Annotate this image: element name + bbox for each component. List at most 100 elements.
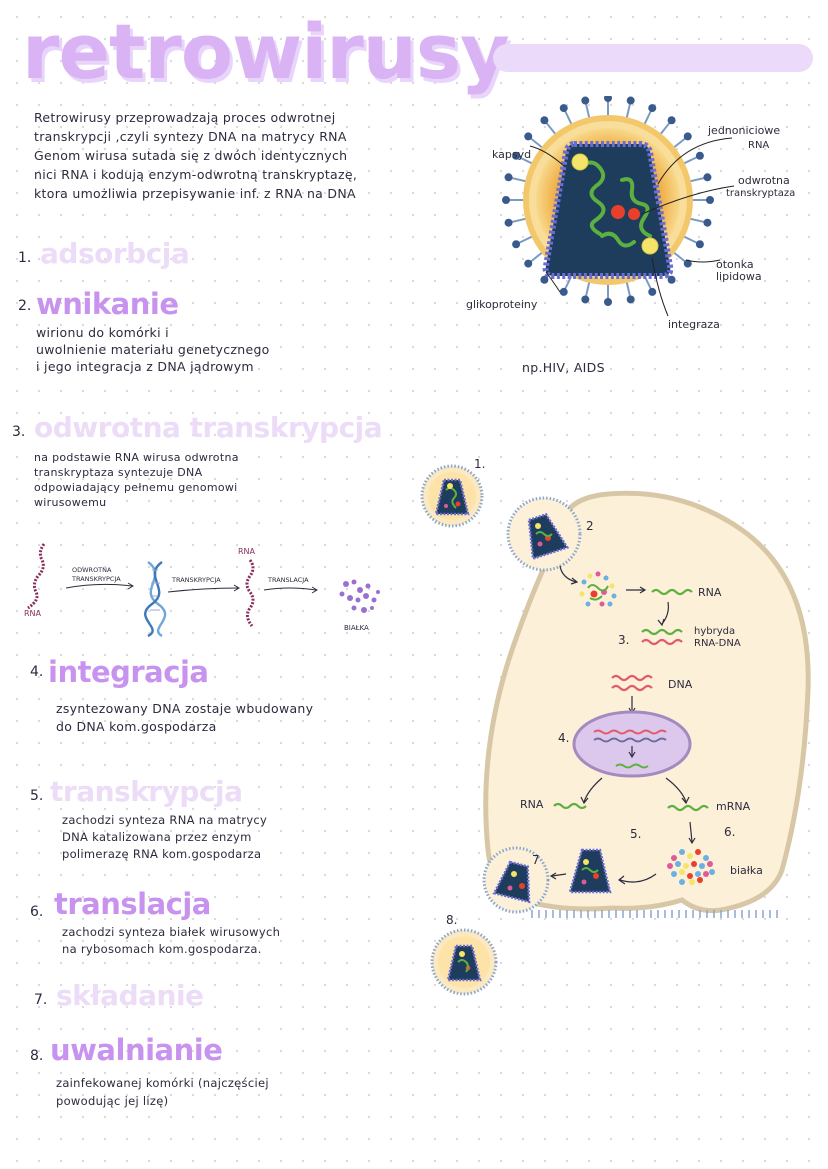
step-6-line: zachodzi synteza białek wirusowych [62, 925, 281, 939]
protein-dot [697, 877, 703, 883]
rna-strand [580, 160, 606, 236]
label-envelope-2: lipidowa [716, 270, 762, 283]
glycoprotein-spike [673, 251, 687, 264]
step-3-line: wirusowemu [34, 496, 107, 509]
glycoprotein-knob [703, 173, 712, 182]
glycoprotein-knob [502, 196, 510, 204]
intro-line: transkrypcji ,czyli syntezy DNA na matry… [34, 129, 347, 144]
step-8-title: uwalnianie [50, 1033, 223, 1067]
protein-dot [691, 861, 697, 867]
flow-rt-label-2: TRANSKRYPCJA [71, 575, 121, 583]
label-glyco: glikoproteiny [466, 298, 538, 311]
virion-step-8 [430, 928, 498, 996]
step-5-line: DNA katalizowana przez enzym [62, 830, 252, 844]
glycoprotein-spike [683, 235, 699, 245]
step-5-body: zachodzi synteza RNA na matrycy DNA kata… [62, 812, 382, 863]
step-4-line: zsyntezowany DNA zostaje wbudowany [56, 701, 314, 716]
flow-arrow-3 [263, 587, 317, 591]
protein-dot [671, 855, 677, 861]
glycoprotein-knob [667, 116, 676, 125]
hybrid-rna-wave [641, 628, 683, 636]
rna-strand-right [245, 559, 255, 627]
dna-wave-1 [611, 674, 653, 682]
cycle-mrna-label: mRNA [716, 800, 751, 813]
step-5-number: 5. [30, 788, 44, 804]
glycoprotein-knob [626, 295, 635, 304]
flow-rna-left: RNA [24, 609, 42, 618]
flow-proteins-label: BIAŁKA [344, 624, 369, 632]
step-2-title: wnikanie [36, 287, 179, 321]
cycle-num-2: 2 [586, 519, 594, 533]
cycle-num-5: 5. [630, 827, 641, 841]
step-7-number: 7. [34, 992, 48, 1008]
protein-dot [695, 871, 701, 877]
glycoprotein-spike [510, 176, 527, 183]
hybrid-dna-wave [641, 638, 683, 646]
glycoprotein-knob [559, 104, 568, 113]
protein-dot [687, 873, 693, 879]
step-8-number: 8. [30, 1048, 44, 1064]
rna-strand [620, 177, 652, 238]
glycoprotein-knob [512, 240, 521, 249]
protein-dots [339, 579, 380, 613]
glycoprotein-knob [648, 104, 657, 113]
protein-dot [707, 861, 713, 867]
glycoprotein-spike [673, 136, 687, 149]
glycoprotein-knob [695, 240, 704, 249]
glycoprotein-spike [689, 217, 706, 224]
glycoprotein-spike [689, 176, 706, 183]
protein-dot [689, 879, 695, 885]
glycoprotein-knob [581, 96, 590, 105]
enzyme-yellow [641, 237, 659, 255]
cycle-num-4: 4. [558, 731, 569, 745]
glycoprotein-spike [643, 109, 653, 125]
protein-dot [671, 871, 677, 877]
step-4-number: 4. [30, 664, 44, 680]
step-2-line: wirionu do komórki i [36, 325, 169, 340]
replication-cycle-diagram: 1. 2 RNA 3. hybryda RNA-DNA DNA [420, 457, 811, 996]
protein-dot [695, 849, 701, 855]
assembled-capsid [568, 848, 612, 894]
step-2-number: 2. [18, 298, 32, 314]
label-rt-2: transkryptaza [726, 188, 795, 199]
cycle-hybrid-2: RNA-DNA [694, 638, 741, 649]
glycoprotein-spike [517, 155, 533, 165]
glycoprotein-knob [540, 275, 549, 284]
glycoprotein-spike [625, 281, 632, 298]
step-3-line: na podstawie RNA wirusa odwrotna [34, 451, 239, 464]
intro-line: ktora umożliwia przepisywanie inf. z RNA… [34, 186, 356, 201]
label-integrase: integraza [668, 318, 720, 331]
glycoprotein-knob [683, 132, 692, 141]
host-cell [483, 490, 811, 914]
cycle-num-8: 8. [446, 913, 457, 927]
glycoprotein-knob [524, 132, 533, 141]
flow-transc-label: TRANSKRYPCJA [171, 576, 221, 584]
flow-rna-top: RNA [238, 547, 256, 556]
cycle-rna-wave [651, 588, 693, 596]
protein-dot [679, 869, 685, 875]
glycoprotein-spike [563, 109, 573, 125]
cycle-num-6: 6. [724, 825, 735, 839]
cycle-hybrid-1: hybryda [694, 626, 735, 637]
rna-strand-left [27, 543, 46, 610]
protein-dot [683, 863, 689, 869]
step-2-line: uwolnienie materiału genetycznego [36, 342, 270, 357]
step-4-title: integracja [48, 655, 209, 689]
cycle-rna2-wave [553, 802, 587, 810]
protein-dot [687, 853, 693, 859]
flow-arrow-1 [65, 583, 133, 589]
glycoprotein-spike [510, 217, 527, 224]
label-rt-1: odwrotna [738, 174, 790, 187]
enzyme-red [611, 205, 625, 219]
glycoprotein-knob [524, 259, 533, 268]
cycle-mrna-wave [667, 804, 709, 812]
glycoprotein-spike [517, 235, 533, 245]
protein-dot [703, 855, 709, 861]
glycoprotein-spike [584, 102, 591, 119]
example-text: np.HIV, AIDS [522, 360, 605, 375]
label-rna-2: RNA [748, 140, 769, 151]
glycoprotein-knob [581, 295, 590, 304]
rt-flow-diagram: RNA ODWROTNA TRANSKRYPCJA TRANSKRYPCJA R… [24, 543, 380, 638]
glycoprotein-knob [504, 173, 513, 182]
intro-line: Retrowirusy przeprowadzają proces odwrot… [34, 110, 336, 125]
